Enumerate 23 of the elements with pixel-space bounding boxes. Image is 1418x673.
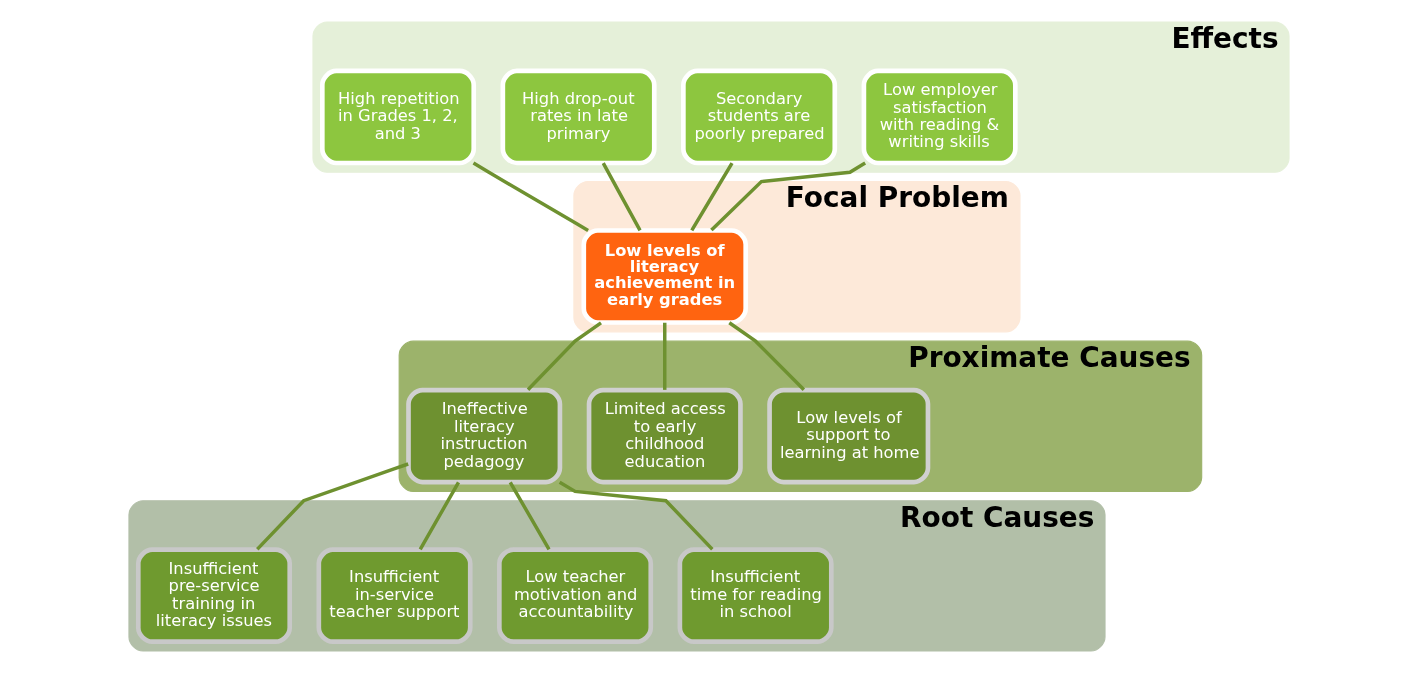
- connector: [663, 322, 667, 390]
- node-box: Low teacher motivation and accountability: [497, 547, 654, 644]
- node-box: High repetition in Grades 1, 2, and 3: [320, 68, 477, 166]
- node-box: Low levels of literacy achievement in early grades: [581, 228, 749, 325]
- connector: [508, 481, 551, 551]
- node-box: Insufficient time for reading in school: [677, 547, 834, 644]
- connector: [690, 162, 734, 232]
- node-box: Secondary students are poorly prepared: [681, 68, 838, 166]
- connector: [526, 321, 602, 391]
- connector: [558, 480, 714, 551]
- connector: [710, 161, 867, 232]
- connector: [256, 462, 409, 551]
- node-box: Low levels of support to learning at home: [767, 387, 931, 485]
- connector: [472, 161, 589, 232]
- node-box: Low employer satisfaction with reading & writing skills: [861, 68, 1018, 166]
- node-box: High drop-out rates in late primary: [500, 68, 657, 166]
- node-box: Insufficient in-service teacher support: [316, 547, 473, 644]
- connector: [601, 162, 642, 232]
- node-box: Ineffective literacy instruction pedagogy: [406, 387, 563, 485]
- connector: [418, 481, 461, 551]
- connector: [728, 321, 806, 391]
- node-box: Insufficient pre-service training in literacy issues: [135, 547, 293, 644]
- node-box: Limited access to early childhood education: [586, 387, 743, 485]
